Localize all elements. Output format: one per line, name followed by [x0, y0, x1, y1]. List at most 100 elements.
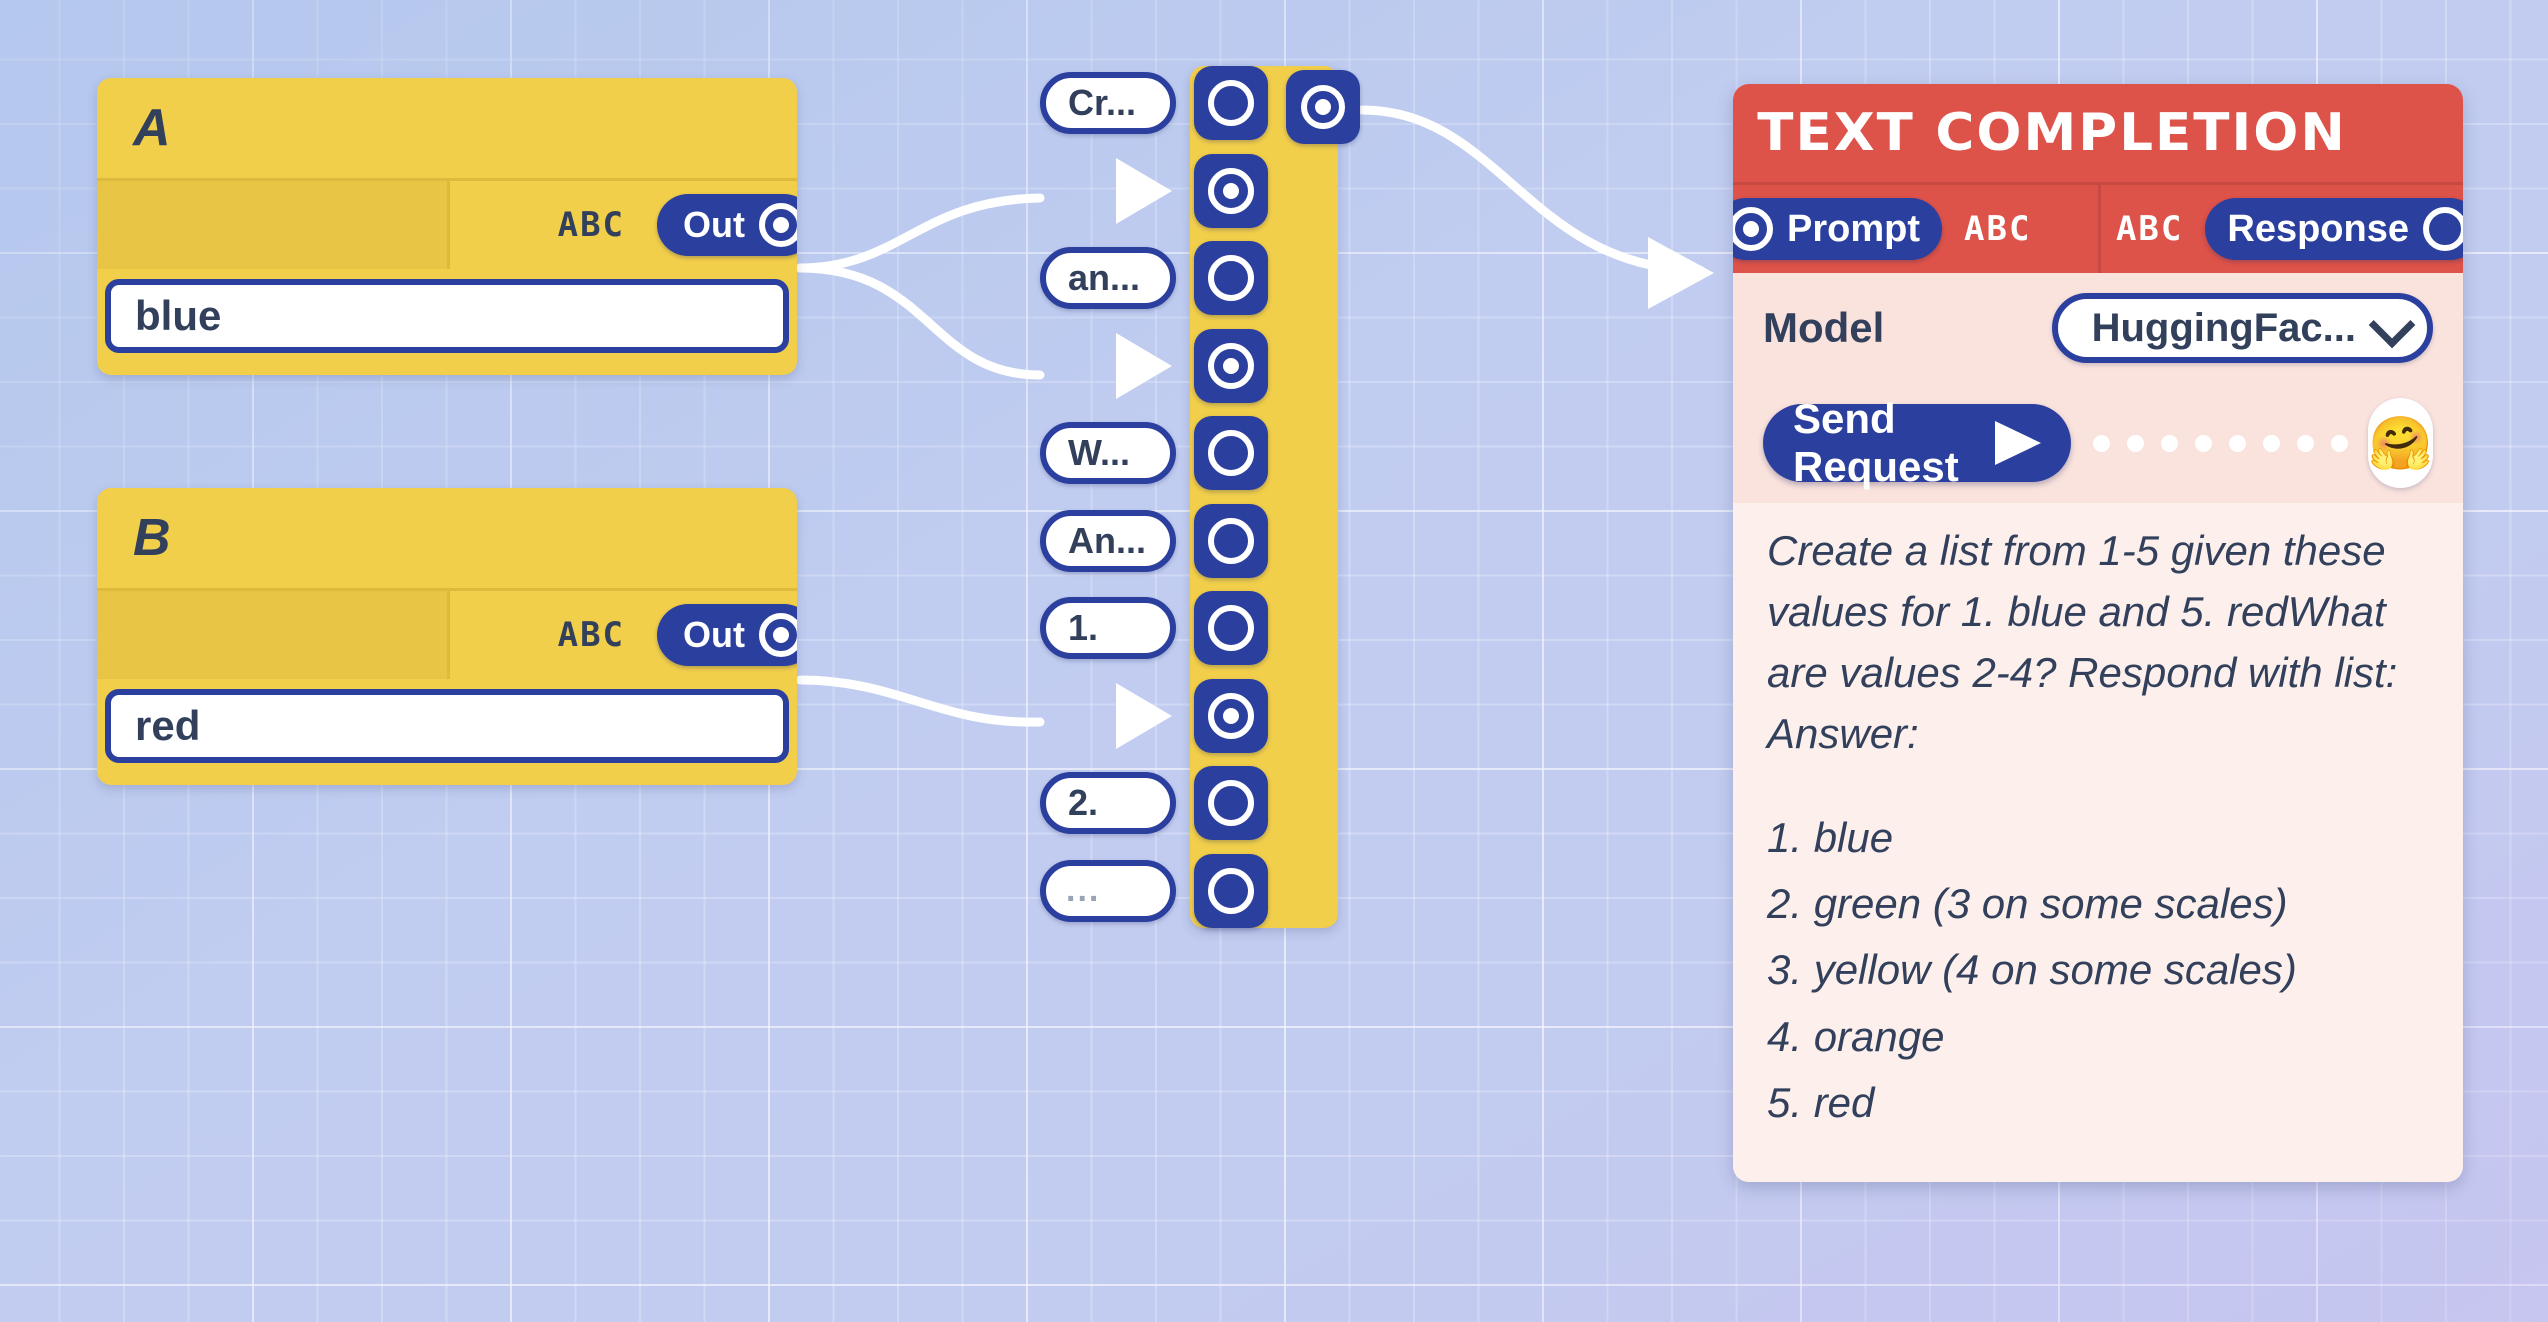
- builder-row-6-label-pill[interactable]: An...: [1040, 509, 1176, 572]
- prompt-builder-output-slot[interactable]: [1286, 70, 1360, 144]
- builder-row-5: W...: [1040, 416, 1268, 490]
- arrowhead-icon: [1116, 332, 1172, 399]
- node-a-empty-cell: [97, 181, 450, 269]
- progress-dot: [2161, 434, 2179, 452]
- wire-a-out-to-builder-row2: [795, 193, 1045, 273]
- builder-row-6: An...: [1040, 503, 1268, 578]
- builder-row-6-port-icon[interactable]: [1208, 517, 1254, 564]
- response-output-port-icon[interactable]: [2423, 207, 2463, 251]
- builder-row-5-port-icon[interactable]: [1208, 430, 1254, 476]
- builder-row-10: ...: [1040, 853, 1268, 928]
- builder-row-10-port-slot[interactable]: [1194, 853, 1268, 928]
- model-select[interactable]: HuggingFac...: [2051, 293, 2433, 363]
- prompt-input-port-pill[interactable]: Prompt: [1733, 198, 1942, 260]
- builder-row-2: [1040, 153, 1268, 228]
- builder-row-7-port-icon[interactable]: [1208, 605, 1254, 651]
- model-label: Model: [1763, 304, 1885, 351]
- response-output-port-pill[interactable]: Response: [2205, 198, 2463, 260]
- builder-row-9-port-icon[interactable]: [1208, 780, 1254, 826]
- arrowhead-to-prompt: [1648, 237, 1714, 309]
- prompt-preview-text: Create a list from 1-5 given these value…: [1767, 527, 2398, 757]
- builder-row-8: [1040, 678, 1268, 753]
- string-node-a[interactable]: A ABC Out blue: [97, 78, 797, 375]
- send-request-button[interactable]: Send Request: [1763, 395, 2072, 490]
- progress-dot: [2229, 434, 2247, 452]
- node-b-value-input[interactable]: red: [105, 689, 789, 763]
- node-a-out-label: Out: [683, 204, 745, 245]
- model-select-value: HuggingFac...: [2091, 305, 2356, 350]
- node-b-out-port-icon[interactable]: [759, 613, 797, 657]
- builder-row-1: Cr...: [1040, 66, 1268, 140]
- builder-row-3-label-pill[interactable]: an...: [1040, 247, 1176, 309]
- node-a-type-label: ABC: [557, 205, 626, 245]
- builder-row-9-label-pill[interactable]: 2.: [1040, 772, 1176, 834]
- builder-row-5-label-pill[interactable]: W...: [1040, 422, 1176, 484]
- response-output-label: Response: [2227, 207, 2409, 250]
- builder-row-1-port-icon[interactable]: [1208, 80, 1254, 126]
- send-request-label: Send Request: [1793, 395, 1959, 490]
- node-b-empty-cell: [97, 591, 450, 679]
- text-completion-io-band: Prompt ABC ABC Response: [1733, 182, 2463, 273]
- arrowhead-icon: [1116, 682, 1172, 749]
- prompt-input-label: Prompt: [1787, 207, 1920, 250]
- node-a-out-port-pill[interactable]: Out: [657, 194, 797, 256]
- node-b-port-row: ABC Out: [97, 588, 797, 679]
- builder-row-3-port-slot[interactable]: [1194, 241, 1268, 315]
- response-line: 2. green (3 on some scales): [1767, 879, 2288, 927]
- node-b-out-port-pill[interactable]: Out: [657, 604, 797, 666]
- wire-b-out-to-builder-row8: [795, 675, 1045, 727]
- prompt-input-port-icon[interactable]: [1733, 207, 1773, 251]
- builder-row-8-arrowhead-icon: [1040, 682, 1176, 749]
- text-completion-title: TEXT COMPLETION: [1757, 103, 2347, 163]
- response-line: 5. red: [1767, 1079, 1875, 1126]
- response-line: 3. yellow (4 on some scales): [1767, 946, 2297, 994]
- builder-row-2-port-slot[interactable]: [1194, 153, 1268, 228]
- string-node-b[interactable]: B ABC Out red: [97, 488, 797, 785]
- action-row: Send Request 🤗: [1733, 383, 2463, 503]
- builder-row-9: 2.: [1040, 766, 1268, 840]
- node-a-output-cell: ABC Out: [450, 181, 797, 269]
- prompt-input-group: Prompt ABC: [1733, 185, 2098, 273]
- builder-row-7-label-pill[interactable]: 1.: [1040, 597, 1176, 659]
- node-a-value-input[interactable]: blue: [105, 279, 789, 353]
- builder-row-8-port-icon[interactable]: [1208, 692, 1254, 739]
- progress-dot: [2263, 434, 2281, 452]
- builder-row-2-port-icon[interactable]: [1208, 167, 1254, 214]
- prompt-builder-output-port-icon[interactable]: [1301, 85, 1345, 129]
- text-completion-node[interactable]: TEXT COMPLETION Prompt ABC ABC Response …: [1733, 84, 2463, 1183]
- node-b-output-cell: ABC Out: [450, 591, 797, 679]
- progress-dots: [2093, 434, 2349, 452]
- prompt-input-type-label: ABC: [1964, 209, 2032, 249]
- builder-row-7: 1.: [1040, 591, 1268, 665]
- builder-row-6-port-slot[interactable]: [1194, 503, 1268, 578]
- builder-row-8-port-slot[interactable]: [1194, 678, 1268, 753]
- builder-row-4-port-slot[interactable]: [1194, 328, 1268, 403]
- response-output-type-label: ABC: [2115, 209, 2184, 249]
- node-a-out-port-icon[interactable]: [759, 203, 797, 247]
- builder-row-2-arrowhead-icon: [1040, 157, 1176, 224]
- node-a-title: A: [133, 99, 172, 157]
- chevron-down-icon: [2368, 301, 2416, 348]
- response-line: 4. orange: [1767, 1012, 1945, 1060]
- text-completion-body: Create a list from 1-5 given these value…: [1733, 503, 2463, 1183]
- builder-row-1-label-pill[interactable]: Cr...: [1040, 72, 1176, 134]
- builder-row-10-port-icon[interactable]: [1208, 867, 1254, 914]
- text-completion-header: TEXT COMPLETION: [1733, 84, 2463, 182]
- builder-row-4-port-icon[interactable]: [1208, 342, 1254, 389]
- builder-row-1-port-slot[interactable]: [1194, 66, 1268, 140]
- builder-row-7-port-slot[interactable]: [1194, 591, 1268, 665]
- builder-row-5-port-slot[interactable]: [1194, 416, 1268, 490]
- builder-row-3-port-icon[interactable]: [1208, 255, 1254, 301]
- node-b-type-label: ABC: [557, 615, 626, 655]
- progress-dot: [2195, 434, 2213, 452]
- builder-row-10-label-pill[interactable]: ...: [1040, 859, 1176, 922]
- response-line: 1. blue: [1767, 813, 1894, 861]
- builder-row-3: an...: [1040, 241, 1268, 315]
- provider-badge-huggingface: 🤗: [2368, 398, 2433, 488]
- model-row: Model HuggingFac...: [1733, 273, 2463, 383]
- node-b-title: B: [133, 509, 172, 567]
- progress-dot: [2297, 434, 2315, 452]
- progress-dot: [2127, 434, 2145, 452]
- builder-row-9-port-slot[interactable]: [1194, 766, 1268, 840]
